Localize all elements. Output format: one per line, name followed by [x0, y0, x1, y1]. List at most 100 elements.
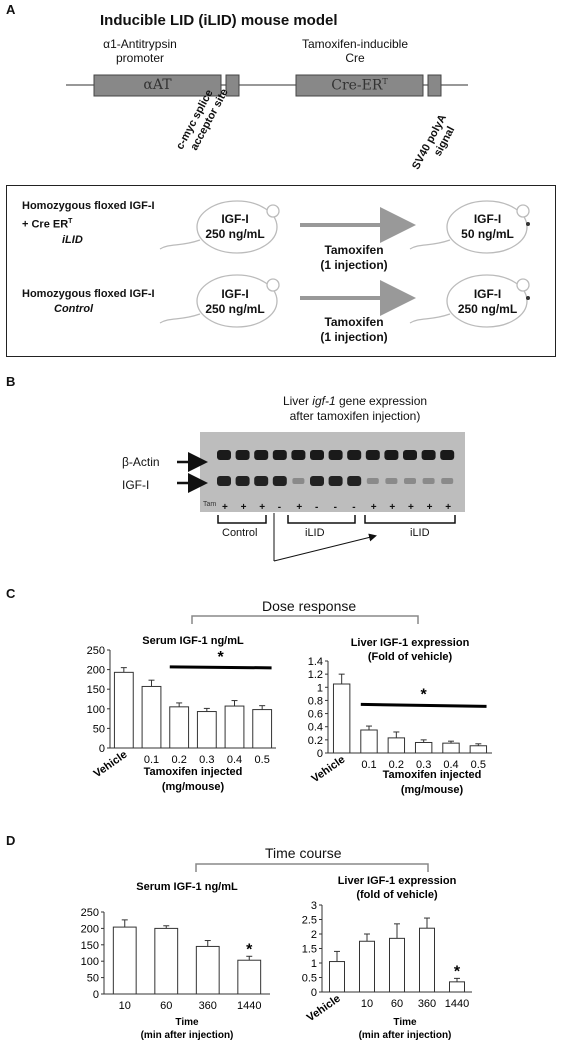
panel-b-title-line1: Liver igf-1 gene expression: [282, 394, 428, 408]
y-tick-label: 1.5: [302, 944, 317, 956]
x-tick-label: 0.5: [255, 754, 270, 766]
actin-band: [365, 450, 380, 460]
time-course-header: Time course: [265, 845, 342, 861]
row2-after-level: IGF-I 250 ng/mL: [450, 287, 525, 317]
ilid-bracket-1: [287, 515, 356, 524]
significance-star: *: [421, 686, 428, 703]
gel-group-brackets: [217, 513, 456, 562]
row1-drug-line2: (1 injection): [320, 258, 388, 272]
row1-before-line2: 250 ng/mL: [205, 227, 265, 241]
tam-sign: -: [333, 502, 337, 513]
x-tick-label: 0.2: [172, 754, 187, 766]
bar: [332, 683, 351, 754]
bar: [469, 745, 488, 754]
panel-a-letter: A: [6, 2, 16, 17]
dose-response-bracket: [191, 615, 419, 624]
row1-drug: Tamoxifen (1 injection): [300, 243, 408, 273]
panel-c-letter: C: [6, 586, 16, 601]
aat-promoter-box: [93, 74, 222, 97]
significance-line: [360, 702, 487, 708]
cre-box-label: Cre-ERT: [331, 77, 388, 94]
y-tick-label: 100: [87, 704, 105, 716]
actin-band: [347, 450, 362, 460]
row2-after-line2: 250 ng/mL: [457, 302, 518, 316]
row1-drug-line1: Tamoxifen: [324, 243, 384, 257]
y-tick-label: 1: [317, 682, 323, 694]
cre-label-line1: Tamoxifen-inducible: [301, 37, 409, 51]
bar: [449, 981, 465, 993]
tam-sign: +: [370, 502, 377, 513]
row2-label-line2: Control: [54, 303, 94, 315]
bar: [442, 742, 460, 754]
row2-drug-line1: Tamoxifen: [324, 315, 384, 329]
panel-a-title: Inducible LID (iLID) mouse model: [100, 12, 338, 29]
tam-sign: -: [315, 502, 319, 513]
igf-band-faint: [404, 478, 416, 484]
x-tick-label: Vehicle: [309, 754, 347, 786]
bar: [224, 705, 245, 749]
x-tick-label: 1440: [445, 998, 469, 1010]
row1-before-line1: IGF-I: [221, 212, 249, 226]
igf-band: [272, 476, 287, 486]
panel-b-title: Liver igf-1 gene expression after tamoxi…: [240, 394, 470, 424]
mouse-icon-row2-after: [409, 274, 530, 328]
row2-before-level: IGF-I 250 ng/mL: [195, 287, 275, 317]
mouse-icon-row1-after: [409, 200, 530, 254]
y-tick-label: 150: [81, 940, 99, 952]
actin-band: [235, 450, 250, 460]
significance-star: *: [218, 649, 225, 666]
panel-b-title-line2: after tamoxifen injection): [289, 409, 421, 423]
y-tick-label: 200: [81, 923, 99, 935]
y-tick-label: 1.2: [308, 669, 323, 681]
y-tick-label: 0: [93, 989, 99, 1001]
bar: [389, 937, 405, 993]
bar: [360, 729, 378, 754]
x-tick-label: 1440: [237, 1000, 261, 1012]
igf-band-faint: [385, 478, 398, 484]
row2-after-line1: IGF-I: [473, 287, 502, 301]
row1-after-level: IGF-I 50 ng/mL: [450, 212, 525, 242]
y-tick-label: 250: [81, 907, 99, 919]
row2-before-line2: 250 ng/mL: [205, 302, 265, 316]
x-axis-label-2: (min after injection): [359, 1030, 452, 1041]
chart-title: Serum IGF-1 ng/mL: [142, 635, 244, 647]
y-tick-label: 50: [93, 723, 105, 735]
bar: [237, 959, 262, 995]
x-tick-label: 60: [160, 1000, 172, 1012]
promoter-label-line1: α1-Antitrypsin: [103, 37, 177, 51]
cre-label: Tamoxifen-inducible Cre: [285, 37, 425, 65]
row1-label-line2: + Cre ERT: [22, 218, 73, 231]
x-tick-label: 0.2: [389, 759, 404, 771]
x-tick-label: 10: [361, 998, 373, 1010]
igf-band-faint: [441, 478, 454, 484]
bar: [329, 961, 345, 993]
actin-band: [291, 450, 306, 460]
y-tick-label: 100: [81, 956, 99, 968]
gel-bands: [217, 450, 455, 486]
y-tick-label: 1.4: [308, 656, 323, 668]
x-tick-label: 0.5: [471, 759, 486, 771]
significance-star: *: [454, 963, 461, 980]
panel-d-letter: D: [6, 833, 16, 848]
y-tick-label: 2.5: [302, 915, 317, 927]
tam-sign: +: [408, 502, 414, 513]
x-axis-label: Time: [175, 1017, 199, 1028]
y-tick-label: 0: [311, 987, 317, 999]
bar: [154, 927, 179, 995]
y-tick-label: 150: [87, 684, 105, 696]
igf-band-label: IGF-I: [122, 478, 150, 492]
y-tick-label: 1: [311, 958, 317, 970]
actin-band: [384, 450, 399, 460]
tam-sign: -: [277, 502, 282, 513]
tam-sign: +: [240, 502, 247, 513]
row2-before-line1: IGF-I: [221, 287, 249, 301]
tam-sign: +: [259, 502, 266, 513]
y-tick-label: 0: [99, 743, 105, 755]
igf-band: [235, 476, 250, 486]
chart-title: Liver IGF-1 expression: [351, 637, 470, 649]
igf-band-faint: [292, 478, 305, 484]
x-tick-label: 0.1: [361, 759, 376, 771]
actin-band-label: β-Actin: [122, 455, 160, 469]
